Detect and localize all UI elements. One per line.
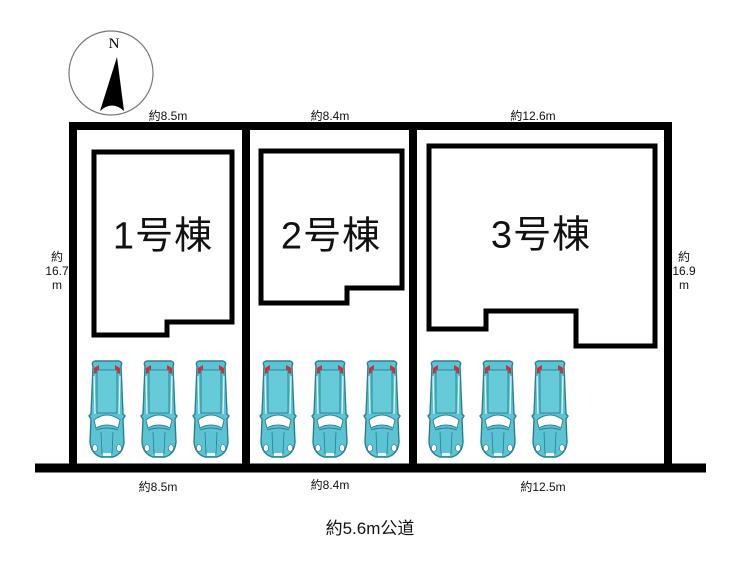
parking-area — [88, 360, 569, 458]
north-arrow-icon — [100, 57, 124, 111]
left-depth-prefix: 約 — [50, 250, 64, 264]
north-label: N — [109, 36, 120, 52]
road-label: 約5.6m公道 — [325, 519, 415, 538]
compass-circle — [68, 30, 154, 116]
car-icon — [311, 360, 349, 458]
right-depth-value: 16.9 — [672, 264, 696, 278]
building-3-outline — [426, 143, 658, 349]
lot-boundaries — [69, 122, 672, 468]
right-depth-dimension: 約 16.9 m — [672, 250, 695, 292]
lot-1-bottom-frontage: 約8.5m — [138, 480, 178, 494]
left-depth-unit: m — [51, 278, 62, 292]
car-icon — [531, 360, 569, 458]
lot-2-top-frontage: 約8.4m — [310, 109, 350, 123]
lot-2-bottom-frontage: 約8.4m — [310, 478, 350, 492]
car-icon — [363, 360, 401, 458]
lot-3-top-frontage: 約12.6m — [510, 109, 556, 123]
lot-3-bottom-frontage: 約12.5m — [520, 480, 566, 494]
car-icon — [259, 360, 297, 458]
left-depth-value: 16.7 — [45, 264, 69, 278]
car-icon — [88, 360, 126, 458]
right-depth-unit: m — [678, 278, 689, 292]
left-depth-dimension: 約 16.7 m — [45, 250, 68, 292]
right-depth-prefix: 約 — [677, 250, 691, 264]
car-icon — [479, 360, 517, 458]
building-1-outline — [91, 149, 235, 338]
building-3-label: 3号棟 — [490, 214, 592, 257]
car-icon — [427, 360, 465, 458]
car-icon — [192, 360, 230, 458]
lot-1-top-frontage: 約8.5m — [148, 109, 188, 123]
building-2-label: 2号棟 — [280, 215, 382, 258]
compass: N — [68, 30, 154, 116]
lot-outline — [69, 122, 672, 468]
building-1-label: 1号棟 — [112, 215, 214, 258]
building-2-outline — [258, 148, 405, 306]
car-icon — [140, 360, 178, 458]
